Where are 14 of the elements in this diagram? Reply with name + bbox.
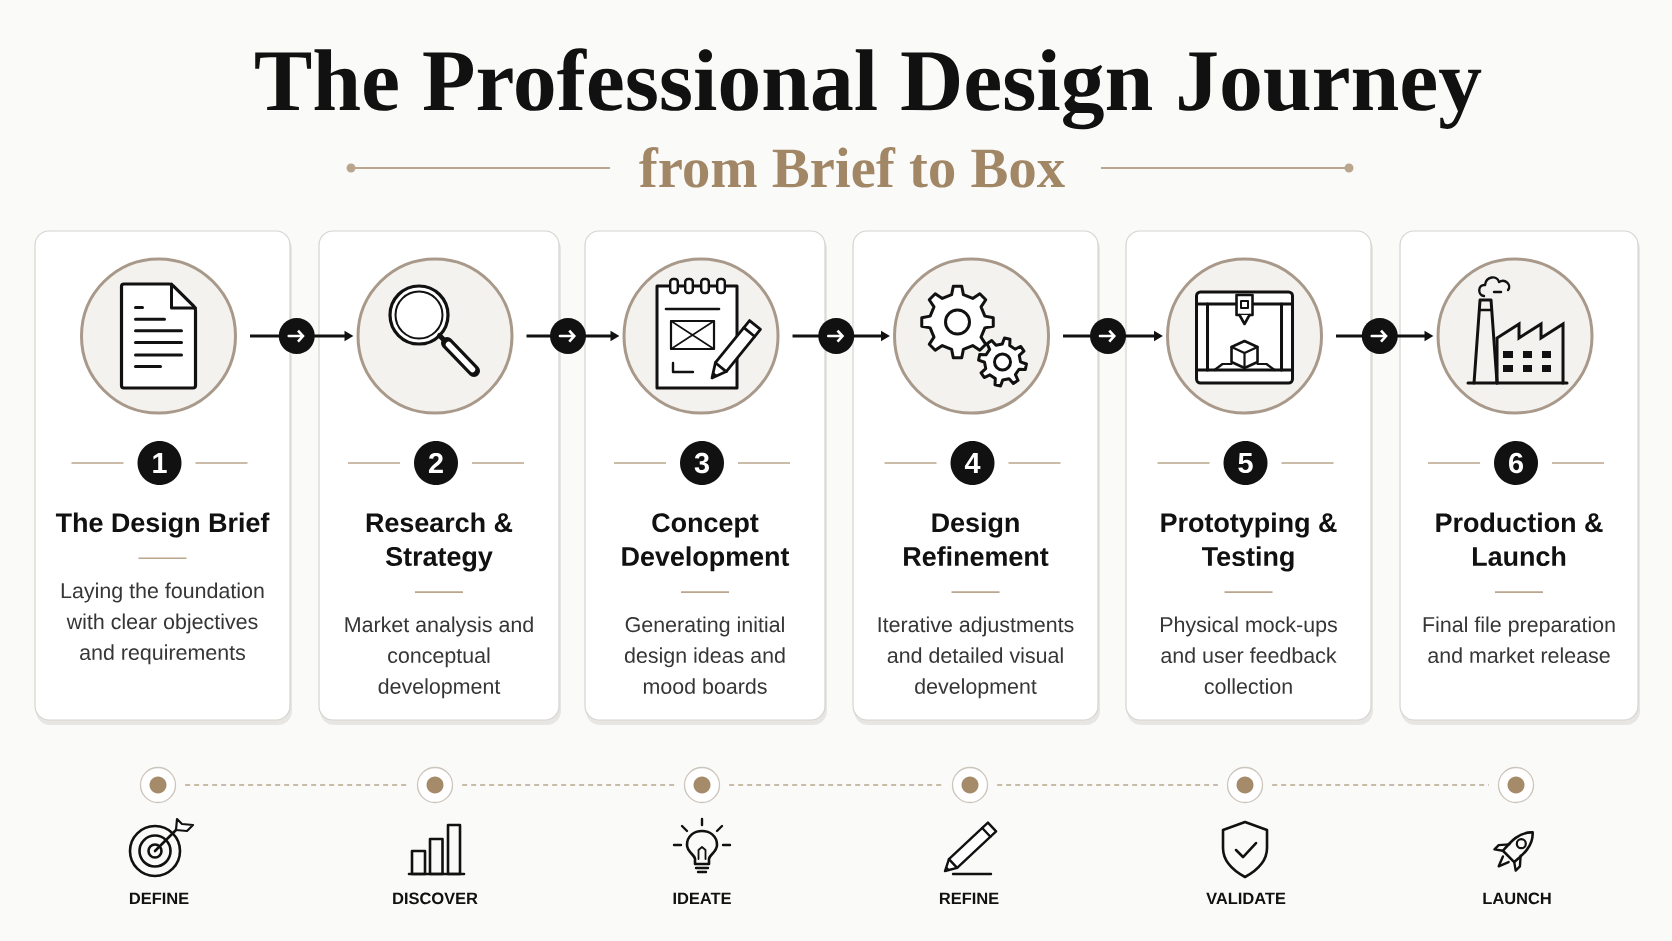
- timeline-dot: [683, 766, 721, 804]
- timeline-dot: [1497, 766, 1535, 804]
- timeline-dot: [139, 766, 177, 804]
- subtitle: from Brief to Box: [639, 147, 1065, 188]
- stage-label: VALIDATE: [1206, 892, 1286, 904]
- title: The Professional Design Journey: [255, 48, 1482, 130]
- stage-label: DISCOVER: [393, 892, 478, 905]
- timeline-dot: [416, 766, 454, 804]
- stage-label: DEFINE: [129, 892, 189, 904]
- stage-label: IDEATE: [673, 892, 731, 904]
- stage-label: LAUNCH: [1483, 892, 1551, 905]
- stage-label: REFINE: [939, 892, 999, 904]
- timeline-dot: [1226, 766, 1264, 804]
- timeline-dot: [951, 766, 989, 804]
